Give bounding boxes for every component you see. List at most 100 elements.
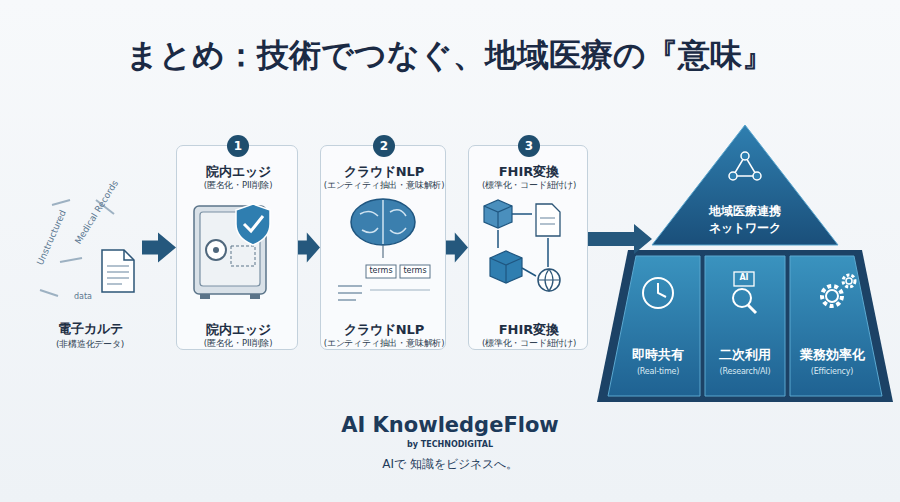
document-line [107,283,122,284]
text-line [338,292,362,294]
scatter-word: Medical Records [72,178,121,246]
shield-icon [236,204,270,245]
safe-foot [250,294,260,299]
node-text: (エンティティ抽出・意味解析) [321,180,447,191]
step-number: 1 [227,135,249,157]
node-text: 院内エッジ [177,321,299,339]
safe-foot [200,294,210,299]
node-text: (Efficiency) [786,366,878,377]
document-icon [102,250,134,292]
flow-arrow [588,224,652,254]
magnifier-icon [733,289,751,307]
benefit-box-outline [705,256,785,396]
benefit-box: 二次利用 (Research/AI) [705,256,785,396]
network-dot [753,172,761,180]
brand-name: AI KnowledgeFlow [250,412,650,439]
scatter-mark [40,290,58,296]
text-line [338,285,362,287]
node-text: (匿名化・PII削除) [177,180,299,191]
step-number: 2 [373,135,395,157]
document-line [107,277,129,278]
link-line [498,214,548,276]
gear-icon [846,278,852,284]
cube-edge [484,206,512,228]
document-icon [536,204,560,236]
clock-hands [658,283,666,297]
globe-lines [538,269,560,291]
node-heading: 1 [227,135,249,157]
node-heading: 3 [518,135,540,157]
safe-panel [231,246,255,266]
process-box: クラウドNLP(エンティティ抽出・意味解析)クラウドNLP(エンティティ抽出・意… [320,145,446,350]
node-text: (標準化・コード紐付け) [469,180,589,191]
benefit-box: 業務効率化(Efficiency) [790,256,882,396]
node-text: (非構造化データ) [38,338,142,350]
cube-icon [484,200,512,228]
leader-line [382,245,383,258]
process-box: FHIR変換(標準化・コード紐付け)FHIR変換(標準化・コード紐付け)3 [468,145,588,350]
scatter-word: data [74,292,92,302]
node-text: (Real-time) [612,366,704,377]
flow-arrow [298,233,320,263]
scatter-mark [52,200,70,205]
network-triangle: 地域医療連携ネットワーク [652,125,838,245]
diagram-title: まとめ：技術でつなぐ、地域医療の『意味』 [0,36,900,74]
node-text: FHIR変換 [469,321,589,339]
document-fold [124,250,134,260]
node-text: クラウドNLP [321,321,447,339]
safe-dial [206,240,226,260]
document-line [540,217,555,218]
node-text: (Research/AI) [705,366,785,377]
term-box [366,265,396,278]
gear-icon [826,290,838,302]
safe-door [200,212,260,286]
brain-icon [351,199,415,245]
globe-icon [538,269,560,291]
scatter-mark [60,258,82,262]
network-link [733,156,757,176]
brand-byline: by TECHNODIGITAL [250,440,650,450]
node-heading: 電子カルテ [38,320,142,338]
document-line [107,265,129,266]
document-line [540,223,555,224]
cube-edge [490,258,522,283]
node-heading: FHIR変換 [469,163,589,181]
term-box [400,265,430,278]
ai-chip [734,272,754,286]
text-line [338,299,356,301]
node-heading: 業務効率化 [786,346,878,364]
text-line [370,289,430,290]
gear-icon [822,286,842,306]
safe-dial-center [213,247,219,253]
magnifier-handle [748,305,756,313]
brain-fold [360,210,406,234]
node-heading: 即時共有 [612,346,704,364]
document-line [107,271,129,272]
flow-arrow [142,233,176,263]
step-number: 3 [518,135,540,157]
cube-icon [490,251,522,283]
process-box: 院内エッジ(匿名化・PII削除)院内エッジ(匿名化・PII削除)1 [176,145,298,350]
source-record: 電子カルテ(非構造化データ) [38,145,142,350]
node-heading: 地域医療連携ネットワーク [707,203,783,237]
scatter-word: Unstructured [34,208,69,267]
node-heading: 院内エッジ [177,163,299,181]
clock-icon [643,278,673,308]
pyramid-base [597,250,893,402]
network-dot [729,172,737,180]
node-text: (エンティティ抽出・意味解析) [321,338,447,349]
benefit-box: 即時共有(Real-time) [608,256,700,396]
gear-icon [843,275,855,287]
brand-tagline: AIで 知識をビジネスへ。 [250,456,650,472]
flow-arrow [446,233,468,263]
scatter-mark [96,200,114,214]
node-text: (標準化・コード紐付け) [469,338,589,349]
node-heading: 2 [373,135,395,157]
network-triangle-outline [652,125,838,245]
node-heading: 二次利用 [705,346,785,364]
node-text: (匿名化・PII削除) [177,338,299,349]
node-heading: クラウドNLP [321,163,447,181]
brain-fold [382,200,384,244]
